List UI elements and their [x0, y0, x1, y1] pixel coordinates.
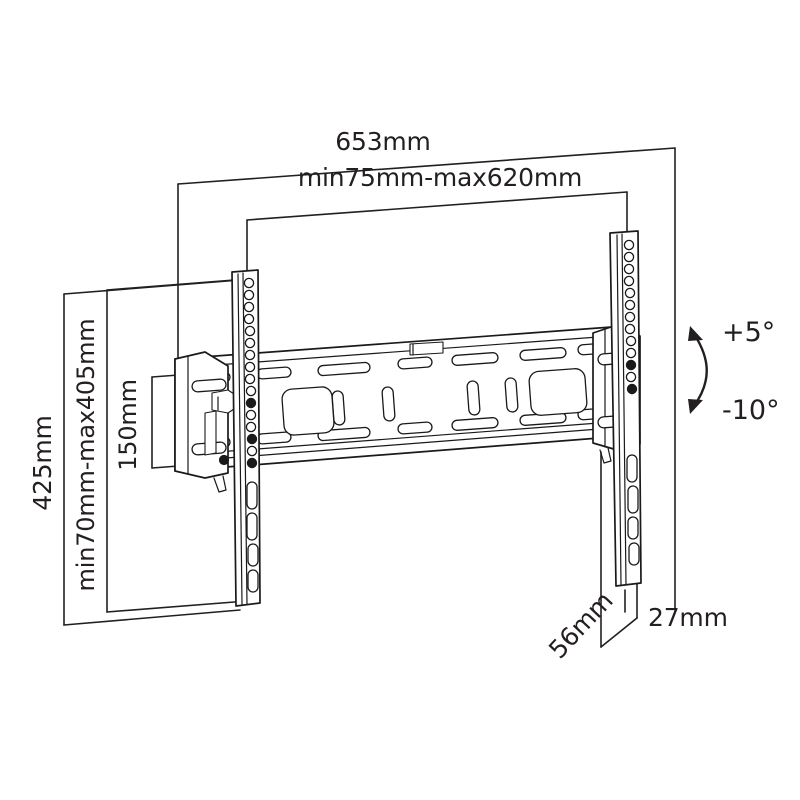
- rail-hole: [624, 287, 636, 299]
- rail-slot: [247, 543, 259, 567]
- plate-vertical-slot: [504, 377, 519, 413]
- rail-hole: [244, 349, 256, 361]
- label-tilt-down: -10°: [722, 395, 780, 426]
- right-rail-slot-pattern: [626, 454, 640, 566]
- rail-hole: [244, 373, 256, 385]
- rail-slot: [246, 512, 258, 541]
- right-bracket-hook: [599, 447, 612, 464]
- left-rail-slot-pattern: [246, 481, 259, 593]
- rail-hole: [244, 337, 256, 349]
- rail-hole-filled: [246, 433, 258, 445]
- ext-line-bottom-height-range: [106, 600, 248, 613]
- left-rail-inner-edge-2: [242, 272, 248, 605]
- plate-cutout: [528, 368, 588, 416]
- wall-plate-cutouts: [281, 368, 588, 436]
- plate-vertical-slot: [466, 380, 481, 416]
- rail-hole: [624, 323, 636, 335]
- plate-slot: [256, 366, 292, 380]
- label-width-653: 653mm: [335, 127, 430, 156]
- rail-hole: [623, 275, 635, 287]
- tilt-range-arc: [688, 326, 708, 414]
- tilt-arrow-down: [688, 399, 703, 414]
- rail-hole: [245, 385, 257, 397]
- rail-hole: [625, 347, 637, 359]
- rail-hole-filled: [625, 359, 637, 371]
- label-depth-27: 27mm: [648, 603, 728, 632]
- plate-slot: [451, 417, 499, 431]
- rail-hole: [623, 251, 635, 263]
- label-height-150: 150mm: [114, 379, 142, 471]
- left-bracket-slot: [191, 378, 227, 393]
- label-depth-56: 56mm: [543, 586, 619, 664]
- tilt-adjustment-knob: [204, 389, 235, 456]
- label-height-range: min70mm-max405mm: [72, 319, 100, 592]
- rail-hole: [243, 301, 255, 313]
- rail-hole: [244, 325, 256, 337]
- plate-slot: [397, 356, 433, 370]
- ext-line-top-height-range: [106, 278, 248, 291]
- rail-slot: [628, 542, 640, 566]
- dim-line-range: [246, 191, 628, 221]
- rail-hole: [245, 409, 257, 421]
- rail-hole-filled: [626, 383, 638, 395]
- rail-hole: [624, 311, 636, 323]
- rail-hole: [243, 277, 255, 289]
- right-rail-hole-pattern: [623, 239, 638, 395]
- label-tilt-up: +5°: [722, 317, 775, 348]
- center-lock-tab: [409, 341, 444, 356]
- plate-slot: [317, 361, 371, 377]
- rail-hole: [243, 289, 255, 301]
- center-tab-body: [409, 341, 444, 356]
- right-tv-mounting-rail: [609, 230, 642, 587]
- rail-hole: [623, 239, 635, 251]
- dim-line-56: [600, 617, 638, 648]
- right-rail-inner-edge-1: [616, 234, 622, 586]
- plate-slot: [451, 352, 499, 366]
- plate-slot: [519, 347, 567, 361]
- rail-hole: [244, 361, 256, 373]
- left-rail-inner-edge-1: [237, 273, 243, 605]
- rail-hole: [245, 421, 257, 433]
- plate-slot: [397, 421, 433, 435]
- rail-hole: [625, 371, 637, 383]
- plate-slot: [256, 431, 292, 445]
- left-tilt-bracket: [174, 351, 235, 493]
- rail-hole-filled: [246, 457, 258, 469]
- rail-slot: [626, 454, 638, 483]
- left-bracket-hook: [213, 475, 227, 493]
- right-rail-inner-edge-2: [621, 233, 627, 586]
- ext-line-bottom-425: [63, 609, 241, 626]
- rail-hole: [623, 263, 635, 275]
- knob-shaft: [204, 410, 217, 456]
- rail-slot: [627, 485, 639, 514]
- rail-slot: [247, 569, 259, 593]
- left-rail-hole-pattern: [243, 277, 258, 469]
- bracket-pivot-bolt: [218, 454, 230, 466]
- label-height-425: 425mm: [28, 415, 57, 510]
- wall-plate-vertical-slots: [331, 377, 519, 426]
- rail-hole: [246, 445, 258, 457]
- rail-hole: [624, 299, 636, 311]
- tilt-arrow-up: [688, 326, 703, 341]
- knob-body: [211, 389, 235, 414]
- tilt-arc-path: [692, 332, 708, 408]
- dimension-height-range: [106, 278, 248, 613]
- rail-hole-filled: [245, 397, 257, 409]
- dim-line-653: [177, 147, 676, 185]
- rail-slot: [246, 481, 258, 510]
- rail-hole: [625, 335, 637, 347]
- label-width-range: min75mm-max620mm: [298, 163, 582, 192]
- left-tv-mounting-rail: [231, 269, 261, 607]
- rail-slot: [627, 516, 639, 540]
- rail-hole: [243, 313, 255, 325]
- plate-vertical-slot: [381, 386, 396, 422]
- plate-cutout: [281, 386, 335, 436]
